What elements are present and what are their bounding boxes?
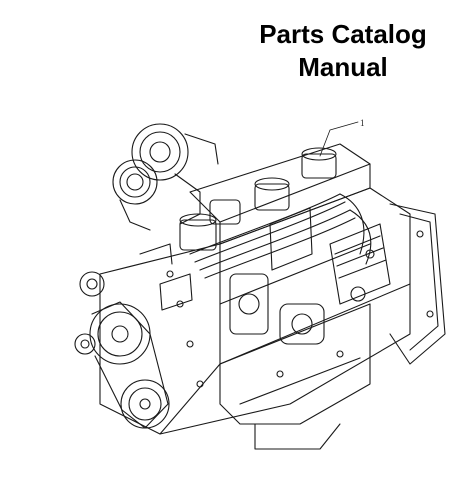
part-callout: 1	[319, 118, 365, 157]
detail-bolts	[139, 243, 344, 388]
fuel-lines	[189, 193, 372, 279]
cover-title: Parts Catalog Manual	[243, 18, 443, 84]
callout-label: 1	[360, 118, 365, 128]
title-line-2: Manual	[298, 52, 388, 82]
oil-pan	[219, 303, 371, 450]
flywheel-housing	[389, 203, 446, 365]
front-pulleys	[74, 271, 170, 429]
title-line-1: Parts Catalog	[259, 19, 427, 49]
injection-pump	[329, 223, 391, 305]
turbocharger	[112, 123, 219, 231]
engine-illustration: 1	[40, 104, 450, 476]
